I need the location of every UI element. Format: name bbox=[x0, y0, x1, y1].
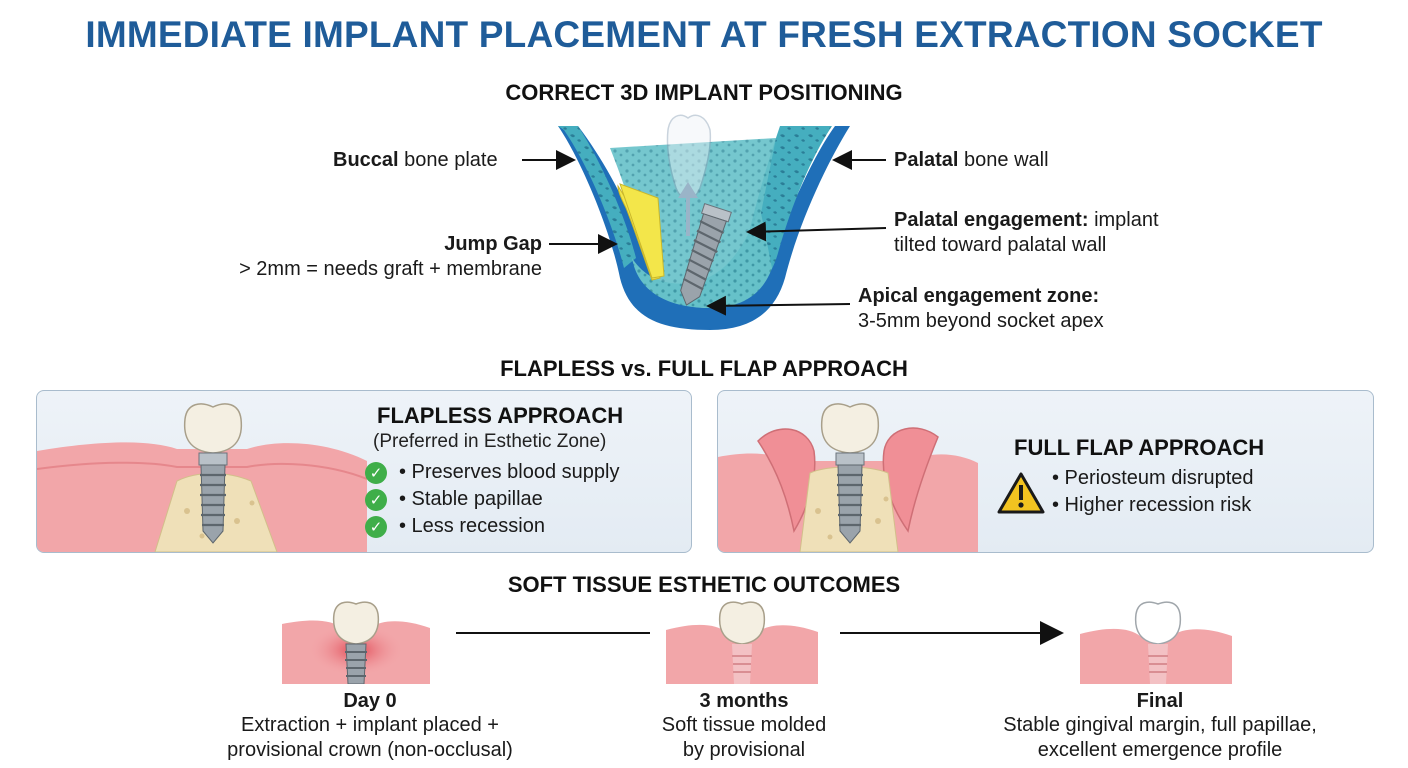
arrow-palatal-engagement bbox=[746, 221, 887, 242]
label-buccal-bone-plate: Buccal bone plate bbox=[333, 149, 498, 171]
stage-final-label: Final bbox=[1136, 690, 1184, 712]
check-icon: ✓ bbox=[365, 461, 387, 484]
full-flap-bullets: • Periosteum disrupted • Higher recessio… bbox=[1052, 465, 1254, 519]
full-flap-illustration bbox=[718, 403, 978, 552]
stage-day0-desc-1: Extraction + implant placed + bbox=[241, 714, 499, 736]
stage-final-desc-2: excellent emergence profile bbox=[1037, 739, 1283, 761]
label-palatal-engagement: Palatal engagement: implant tilted towar… bbox=[894, 209, 1159, 256]
flapless-bullet-1: ✓• Preserves blood supply bbox=[365, 459, 619, 486]
section-title-approach: FLAPLESS vs. FULL FLAP APPROACH bbox=[500, 356, 908, 381]
section-title-outcomes: SOFT TISSUE ESTHETIC OUTCOMES bbox=[507, 572, 901, 597]
flapless-bullet-3: ✓• Less recession bbox=[365, 513, 619, 540]
stage-3months-label: 3 months bbox=[699, 690, 789, 712]
full-flap-bullet-1: • Periosteum disrupted bbox=[1052, 467, 1254, 489]
stage-day0-label: Day 0 bbox=[343, 690, 397, 712]
stage-final-illustration bbox=[1080, 601, 1232, 684]
panel-full-flap: FULL FLAP APPROACH • Periosteum disrupte… bbox=[717, 390, 1374, 553]
socket-cross-section-illustration bbox=[558, 114, 850, 330]
stage-3months: 3 months Soft tissue molded by provision… bbox=[594, 690, 894, 763]
warning-icon bbox=[997, 472, 1045, 514]
flapless-crown bbox=[183, 403, 243, 454]
stage-3months-illustration bbox=[666, 601, 818, 684]
stage-day0: Day 0 Extraction + implant placed + prov… bbox=[170, 690, 570, 763]
section-title-positioning: CORRECT 3D IMPLANT POSITIONING bbox=[505, 80, 903, 105]
flapless-illustration bbox=[37, 403, 367, 552]
stage-3months-desc-2: by provisional bbox=[682, 739, 806, 761]
full-flap-bullet-2: • Higher recession risk bbox=[1052, 494, 1252, 516]
arrow-apical bbox=[706, 295, 851, 316]
stage-final-desc-1: Stable gingival margin, full papillae, bbox=[1003, 714, 1317, 736]
full-flap-title: FULL FLAP APPROACH bbox=[1014, 435, 1265, 460]
label-apical-engagement: Apical engagement zone: 3-5mm beyond soc… bbox=[858, 285, 1104, 332]
stage-final: Final Stable gingival margin, full papil… bbox=[960, 690, 1360, 763]
flapless-bullets: ✓• Preserves blood supply ✓• Stable papi… bbox=[365, 459, 619, 540]
main-title: IMMEDIATE IMPLANT PLACEMENT AT FRESH EXT… bbox=[85, 14, 1323, 55]
check-icon: ✓ bbox=[365, 515, 387, 538]
tilted-implant bbox=[680, 203, 732, 306]
flapless-subtitle: (Preferred in Esthetic Zone) bbox=[373, 431, 607, 452]
flapless-bullet-2: ✓• Stable papillae bbox=[365, 486, 619, 513]
flapless-title: FLAPLESS APPROACH bbox=[377, 403, 624, 428]
label-palatal-bone-wall: Palatal bone wall bbox=[894, 149, 1049, 171]
stage-3months-desc-1: Soft tissue molded bbox=[661, 714, 827, 736]
stage-day0-illustration bbox=[282, 601, 430, 684]
full-flap-crown bbox=[820, 403, 880, 454]
extracted-tooth-ghost bbox=[666, 114, 712, 197]
check-icon: ✓ bbox=[365, 488, 387, 511]
stage-day0-desc-2: provisional crown (non-occlusal) bbox=[227, 739, 513, 761]
bone-cortical-outline bbox=[558, 126, 850, 330]
panel-flapless: FLAPLESS APPROACH (Preferred in Esthetic… bbox=[36, 390, 692, 553]
label-jump-gap: Jump Gap > 2mm = needs graft + membrane bbox=[239, 233, 542, 280]
